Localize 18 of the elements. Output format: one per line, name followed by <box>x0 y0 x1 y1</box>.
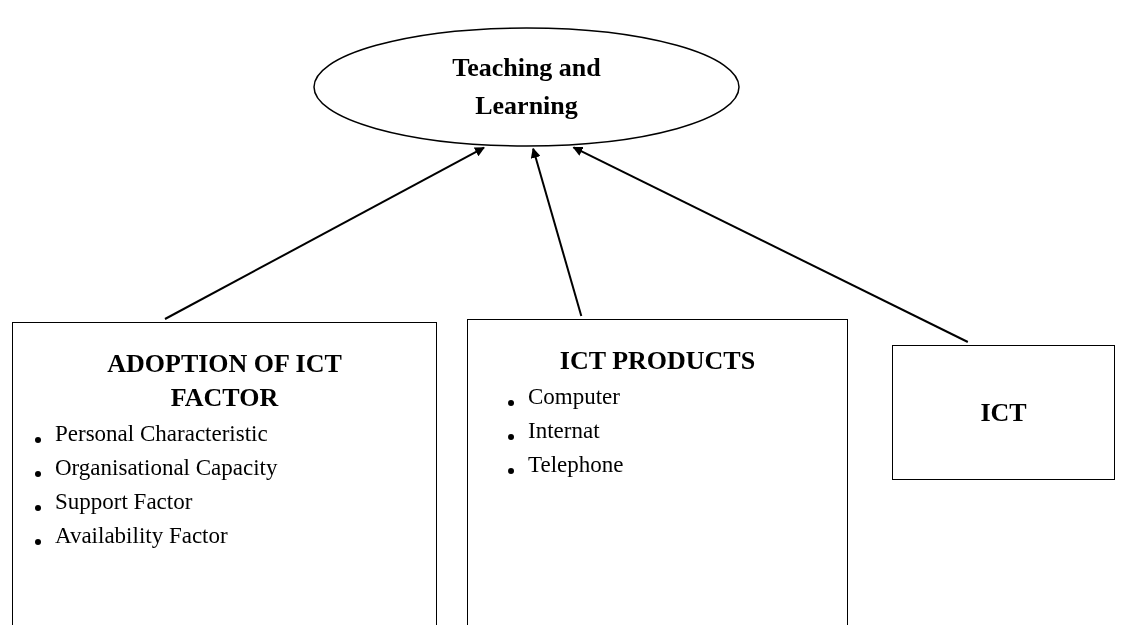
arrow <box>530 147 583 317</box>
list-item: Computer <box>528 383 620 411</box>
list-item: Telephone <box>528 451 624 479</box>
text-box <box>892 345 1115 480</box>
ellipse-node <box>313 27 740 147</box>
list-item: Internat <box>528 417 600 445</box>
text-box <box>467 319 848 625</box>
arrow <box>572 146 969 343</box>
list-item: Organisational Capacity <box>55 454 278 482</box>
list-item: Availability Factor <box>55 522 228 550</box>
list-item: Support Factor <box>55 488 193 516</box>
node-title: ICT PRODUCTS <box>559 345 756 377</box>
list-item: Personal Characteristic <box>55 420 268 448</box>
node-title: ADOPTION OF ICT FACTOR <box>106 348 343 414</box>
node-title: ICT <box>980 397 1027 429</box>
arrow <box>164 146 485 320</box>
text-box <box>12 322 437 625</box>
node-title: Teaching and Learning <box>451 52 602 122</box>
